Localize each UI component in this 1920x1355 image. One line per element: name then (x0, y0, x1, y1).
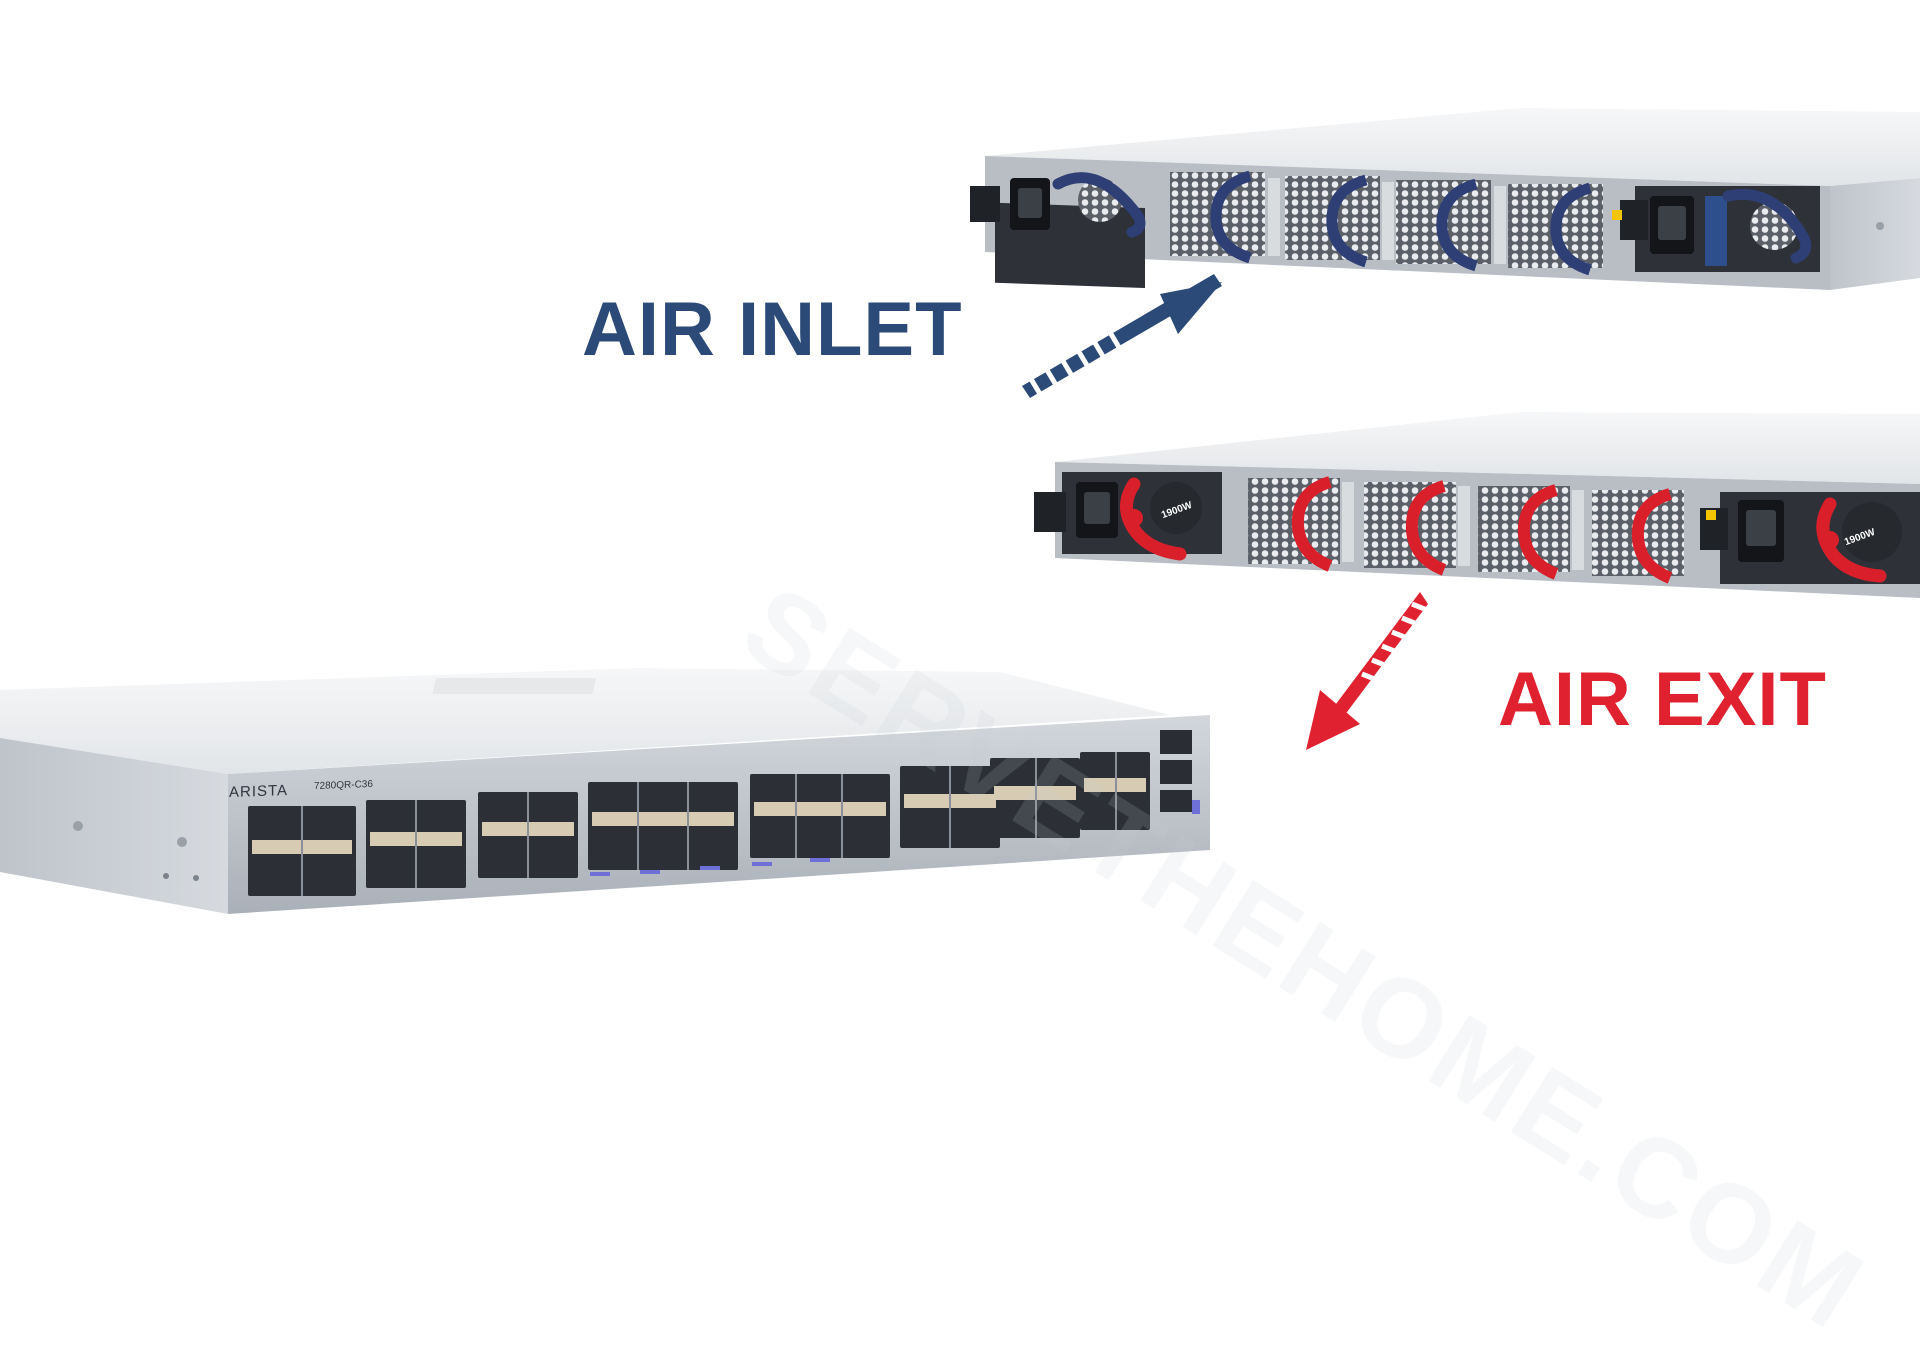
rear-switch-top-panel (985, 108, 1920, 186)
exit-psu-right (1700, 492, 1920, 584)
status-leds (590, 800, 1200, 876)
port-dividers (301, 752, 1117, 896)
front-switch-top-panel (0, 668, 1170, 774)
exit-switch-top-panel (1055, 412, 1920, 484)
rear-switch-inlet (970, 108, 1920, 290)
switch-model-label: 7280QR-C36 (314, 778, 373, 793)
front-switch (0, 668, 1210, 914)
front-switch-left-side (0, 738, 228, 914)
air-inlet-label: AIR INLET (582, 287, 963, 372)
rear-psu-left (970, 172, 1146, 288)
rear-switch-exit (1034, 412, 1920, 598)
arrow-down-left-icon (1306, 592, 1433, 750)
switch-brand-label: ARISTA (229, 781, 289, 802)
product-photo-scene (0, 108, 1920, 914)
management-ports (1160, 730, 1192, 812)
air-exit-label: AIR EXIT (1498, 657, 1827, 742)
arrow-up-right-icon (1022, 274, 1222, 398)
exit-fan-modules (1248, 476, 1684, 584)
exit-psu-left (1034, 472, 1222, 561)
rear-psu-right (1612, 186, 1820, 272)
rear-switch-side-panel (1830, 178, 1920, 290)
rear-fan-modules (1170, 170, 1603, 276)
